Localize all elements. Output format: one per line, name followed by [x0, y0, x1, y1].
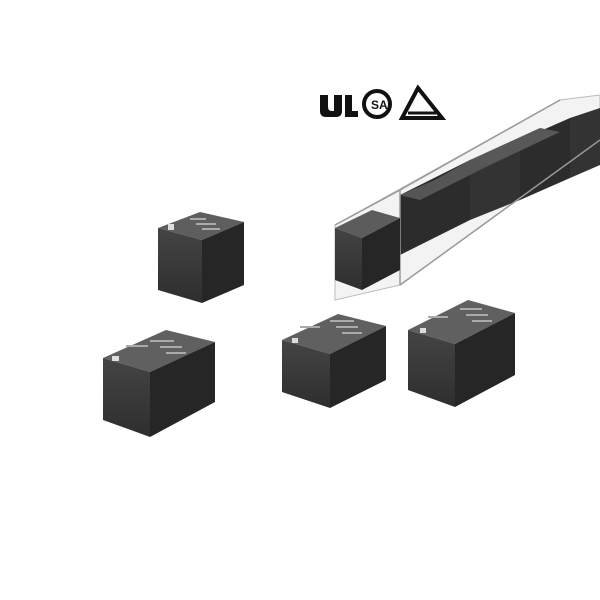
certification-marks: SA [320, 84, 447, 120]
relay-tube [334, 94, 600, 301]
csa-logo: SA [362, 89, 392, 119]
relay [408, 300, 515, 418]
relay [282, 314, 386, 420]
relay [103, 330, 215, 455]
relay [158, 212, 244, 322]
ul-logo [320, 95, 358, 117]
relay [335, 210, 400, 300]
tuv-logo [398, 84, 447, 120]
svg-text:SA: SA [371, 98, 388, 112]
